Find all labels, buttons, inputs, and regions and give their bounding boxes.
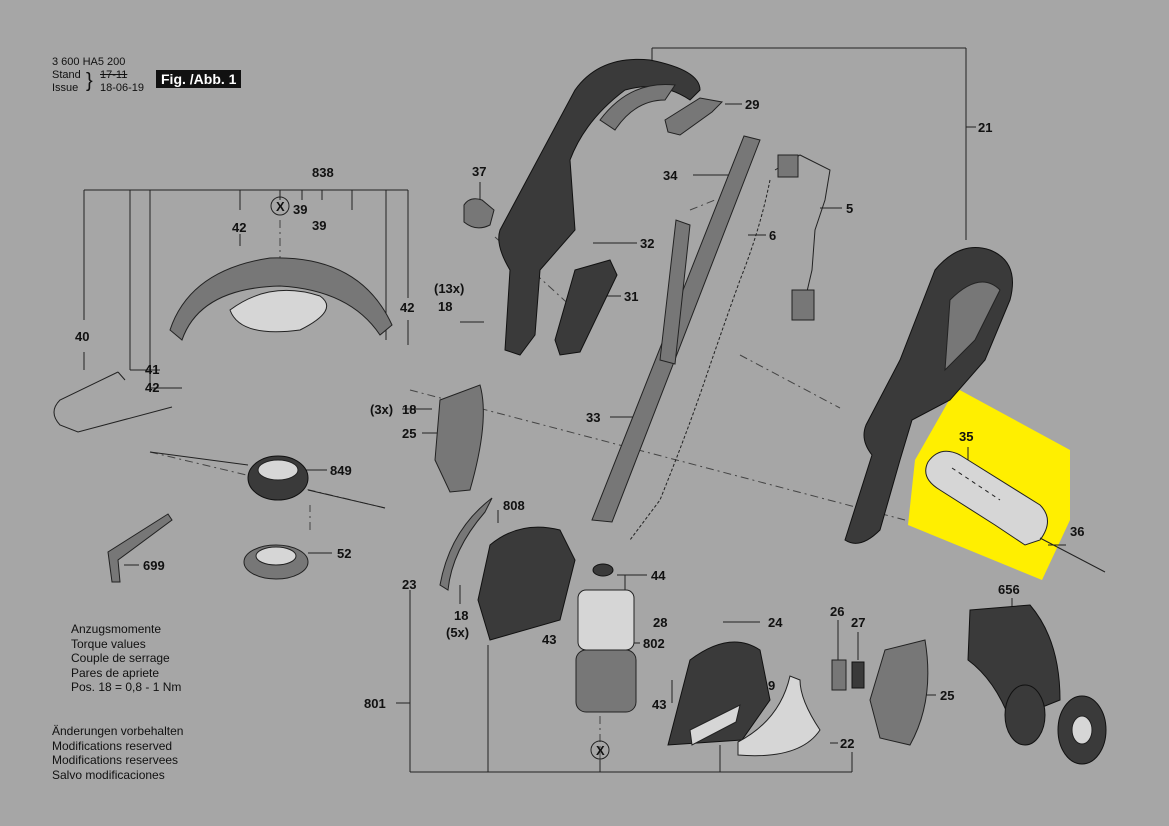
part-9-label: 9 [768, 678, 775, 693]
part-41-label: 41 [145, 362, 159, 377]
part-39a-label: 39 [293, 202, 307, 217]
part-cover-guard [169, 257, 393, 341]
part-35-label: 35 [959, 429, 973, 444]
part-29-label: 29 [745, 97, 759, 112]
part-34-label: 34 [663, 168, 678, 183]
part-27-label: 27 [851, 615, 865, 630]
part-26-label: 26 [830, 604, 844, 619]
part-cover-25b [869, 639, 929, 746]
part-bow-40 [53, 371, 173, 433]
part-849-label: 849 [330, 463, 352, 478]
brace-symbol: } [86, 70, 93, 92]
modifications-line-3: Modifications reservees [52, 753, 179, 767]
part-656-label: 656 [998, 582, 1020, 597]
part-tube-34 [659, 219, 691, 365]
part-42b-label: 42 [400, 300, 414, 315]
torque-line-3: Couple de serrage [71, 651, 170, 665]
part-coil-cable-6 [629, 179, 771, 541]
part-25a-label: 25 [402, 426, 416, 441]
part-40-label: 40 [75, 329, 89, 344]
part-21-label: 21 [978, 120, 992, 135]
part-key-699 [107, 513, 173, 583]
torque-note: Anzugsmomente Torque values Couple de se… [71, 622, 181, 695]
part-25b-label: 25 [940, 688, 954, 703]
part-37-label: 37 [472, 164, 486, 179]
part-cap-52 [243, 544, 309, 580]
part-32-label: 32 [640, 236, 654, 251]
old-date: 17-11 [100, 69, 128, 81]
part-bolt-36 [1039, 537, 1106, 573]
part-29 [664, 97, 724, 136]
part-wheel-assembly-656 [967, 604, 1107, 765]
part-cap-44 [592, 563, 614, 577]
part-motor-802 [575, 589, 637, 713]
part-spring-27 [851, 661, 865, 689]
part-22-label: 22 [840, 736, 854, 751]
part-cable-5 [774, 154, 831, 321]
document-number: 3 600 HA5 200 [52, 56, 126, 68]
part-5-label: 5 [846, 201, 853, 216]
modifications-note: Änderungen vorbehalten Modifications res… [52, 724, 183, 782]
part-latch-26 [831, 659, 847, 691]
part-39b-label: 39 [312, 218, 326, 233]
modifications-line-4: Salvo modificaciones [52, 767, 165, 782]
x-marker-top [270, 196, 290, 216]
part-43a-label: 43 [542, 632, 556, 647]
part-handle-upper [498, 58, 701, 356]
part-801-label: 801 [364, 696, 386, 711]
part-43b-label: 43 [652, 697, 666, 712]
part-31 [554, 259, 618, 356]
part-shield-22 [737, 675, 821, 757]
x-marker-bottom-label: X [596, 743, 605, 758]
x-marker-bottom [590, 740, 610, 760]
part-52-label: 52 [337, 546, 351, 561]
torque-line-5: Pos. 18 = 0,8 - 1 Nm [71, 680, 182, 694]
part-18c-label: 18 [454, 608, 468, 623]
part-housing-9 [667, 641, 771, 746]
part-802-label: 802 [643, 636, 665, 651]
part-qty-5x-label: (5x) [446, 625, 469, 640]
part-42c-label: 42 [145, 380, 159, 395]
part-36-label: 36 [1070, 524, 1084, 539]
part-44-label: 44 [651, 568, 666, 583]
part-808-label: 808 [503, 498, 525, 513]
part-33-label: 33 [586, 410, 600, 425]
part-housing-808 [439, 497, 576, 641]
part-labels: 838 39 39 42 42 40 41 42 849 699 52 37 3… [75, 97, 1084, 751]
torque-line-1: Anzugsmomente [71, 622, 162, 636]
part-grip-35 [925, 450, 1048, 546]
part-18b-label: 18 [402, 402, 416, 417]
torque-line-4: Pares de apriete [71, 665, 160, 680]
part-31-label: 31 [624, 289, 638, 304]
leader-lines [83, 47, 1066, 773]
part-838-label: 838 [312, 165, 334, 180]
figure-label: Fig. /Abb. 1 [156, 70, 242, 88]
part-spool-849 [149, 451, 386, 509]
modifications-line-1: Änderungen vorbehalten [52, 724, 184, 738]
new-date: 18-06-19 [100, 82, 145, 94]
part-qty-3x-label: (3x) [370, 402, 393, 417]
issue-label: Issue [52, 82, 79, 94]
part-699-label: 699 [143, 558, 165, 573]
modifications-line-2: Modifications reserved [52, 738, 173, 753]
part-cover-25a [434, 384, 484, 493]
part-42a-label: 42 [232, 220, 246, 235]
part-28-label: 28 [653, 615, 667, 630]
part-handle-21 [844, 247, 1013, 544]
part-18a-label: 18 [438, 299, 452, 314]
part-qty-13x-label: (13x) [434, 281, 464, 296]
part-6-label: 6 [769, 228, 776, 243]
stand-label: Stand [52, 69, 81, 81]
part-23-label: 23 [402, 577, 416, 592]
x-marker-top-label: X [276, 199, 285, 214]
torque-line-2: Torque values [71, 636, 146, 651]
part-24-label: 24 [768, 615, 783, 630]
part-knob-37 [463, 198, 495, 229]
